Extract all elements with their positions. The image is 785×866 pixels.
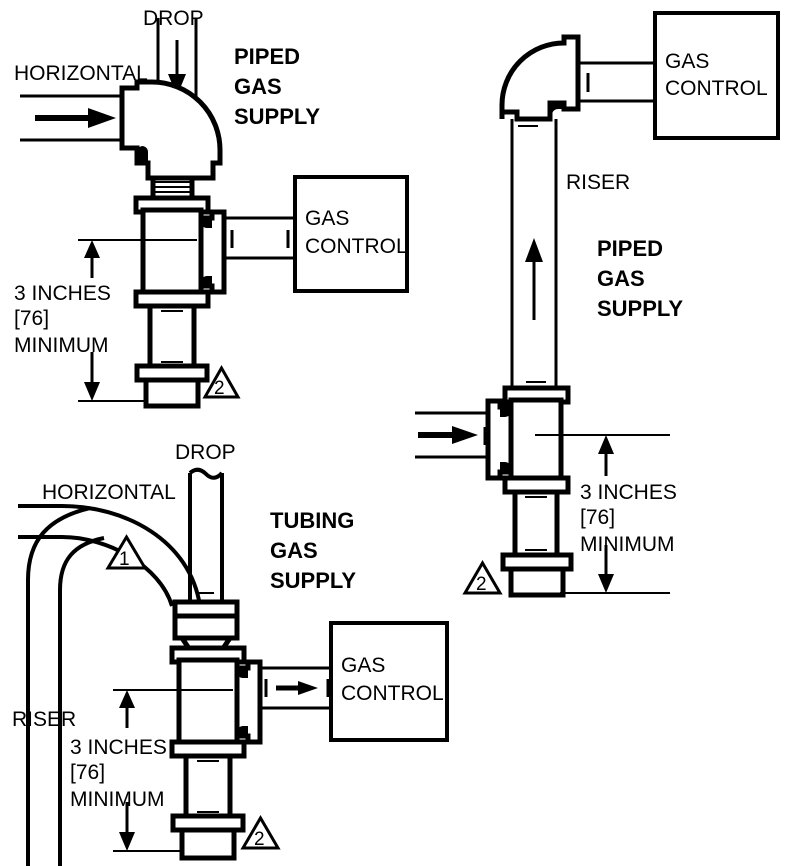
sediment-trap-leg-riser xyxy=(512,489,560,559)
gas-control-label-line2: CONTROL xyxy=(665,77,768,100)
inlet-flow-arrow-icon xyxy=(418,426,478,444)
drop-label: DROP xyxy=(143,7,204,30)
heading-line-1: TUBING xyxy=(270,508,354,533)
horizontal-label-tubing: HORIZONTAL xyxy=(42,481,176,504)
gas-control-branch-pipe xyxy=(224,216,296,260)
callout-triangle-2-number: 2 xyxy=(476,574,487,595)
horizontal-label: HORIZONTAL xyxy=(14,62,148,85)
diagram-2-heading: PIPED GAS SUPPLY xyxy=(597,236,683,321)
dimension-line-2: [76] xyxy=(14,307,49,330)
heading-line-3: SUPPLY xyxy=(234,104,320,129)
dimension-3-inches-tubing: 3 INCHES [76] MINIMUM xyxy=(70,689,183,852)
heading-line-3: SUPPLY xyxy=(597,296,683,321)
riser-label: RISER xyxy=(566,171,630,194)
dimension-line-3: MINIMUM xyxy=(70,788,164,811)
riser-tubing xyxy=(26,506,105,866)
dimension-line-2: [76] xyxy=(580,506,615,529)
sediment-trap-leg-tubing xyxy=(183,753,233,821)
diagram-tubing-supply: DROP HORIZONTAL RISER 1 xyxy=(12,441,449,866)
dimension-line-3: MINIMUM xyxy=(580,533,674,556)
horizontal-supply-pipe xyxy=(20,94,123,142)
dimension-line-2: [76] xyxy=(70,761,105,784)
sediment-trap-leg xyxy=(147,303,197,371)
callout-triangle-2-number: 2 xyxy=(214,378,225,399)
callout-triangle-1: 1 xyxy=(105,534,148,570)
dimension-3-inches-riser: 3 INCHES [76] MINIMUM xyxy=(535,434,677,594)
tee-fitting-tubing xyxy=(169,645,263,759)
gas-control-label-line1: GAS xyxy=(341,654,385,677)
heading-line-2: GAS xyxy=(270,538,318,563)
dimension-line-1: 3 INCHES xyxy=(70,736,167,759)
gas-control-label-line1: GAS xyxy=(665,50,709,73)
heading-line-2: GAS xyxy=(234,74,282,99)
elbow-fitting-riser xyxy=(499,34,581,127)
heading-line-1: PIPED xyxy=(234,44,300,69)
gas-control-box: GAS CONTROL xyxy=(293,175,409,293)
gas-control-branch-pipe-tubing xyxy=(260,666,332,710)
callout-triangle-2: 2 xyxy=(202,364,241,399)
sediment-trap-cap-riser xyxy=(500,552,574,598)
diagram-piped-drop: DROP HORIZONTAL xyxy=(14,7,409,409)
sediment-trap-cap-tubing xyxy=(170,813,246,861)
riser-label-tubing: RISER xyxy=(12,708,76,731)
tee-fitting-riser xyxy=(485,381,571,495)
gas-control-label-line2: CONTROL xyxy=(305,235,408,258)
horizontal-inlet-pipe-riser xyxy=(415,411,489,459)
gas-control-label-line2: CONTROL xyxy=(341,682,444,705)
diagram-1-heading: PIPED GAS SUPPLY xyxy=(234,44,320,129)
flare-nut-fitting xyxy=(172,599,240,653)
heading-line-2: GAS xyxy=(597,266,645,291)
gas-control-label-line1: GAS xyxy=(305,207,349,230)
callout-triangle-2-tubing: 2 xyxy=(240,815,281,850)
dimension-line-1: 3 INCHES xyxy=(580,481,677,504)
elbow-fitting xyxy=(119,79,223,181)
branch-flow-arrow-icon xyxy=(276,681,318,695)
horizontal-flow-arrow-icon xyxy=(35,108,116,128)
callout-triangle-2-riser: 2 xyxy=(462,560,503,595)
gas-control-box-riser: GAS CONTROL xyxy=(653,11,780,140)
diagram-piped-riser: GAS CONTROL RISER xyxy=(415,11,780,598)
dimension-3-inches: 3 INCHES [76] MINIMUM xyxy=(14,239,147,402)
drop-tube xyxy=(188,467,224,605)
heading-line-1: PIPED xyxy=(597,236,663,261)
riser-pipe xyxy=(510,119,558,405)
sediment-trap-cap xyxy=(134,363,210,409)
heading-line-3: SUPPLY xyxy=(270,568,356,593)
gas-control-branch-pipe-riser xyxy=(572,61,657,103)
dimension-line-3: MINIMUM xyxy=(14,334,108,357)
riser-flow-arrow-icon xyxy=(525,238,543,320)
drop-label-tubing: DROP xyxy=(175,441,236,464)
gas-control-box-tubing: GAS CONTROL xyxy=(329,621,449,742)
dimension-line-1: 3 INCHES xyxy=(14,282,111,305)
diagram-3-heading: TUBING GAS SUPPLY xyxy=(270,508,356,593)
callout-triangle-1-number: 1 xyxy=(119,549,130,570)
callout-triangle-2-number: 2 xyxy=(254,829,265,850)
tee-fitting xyxy=(133,195,227,309)
